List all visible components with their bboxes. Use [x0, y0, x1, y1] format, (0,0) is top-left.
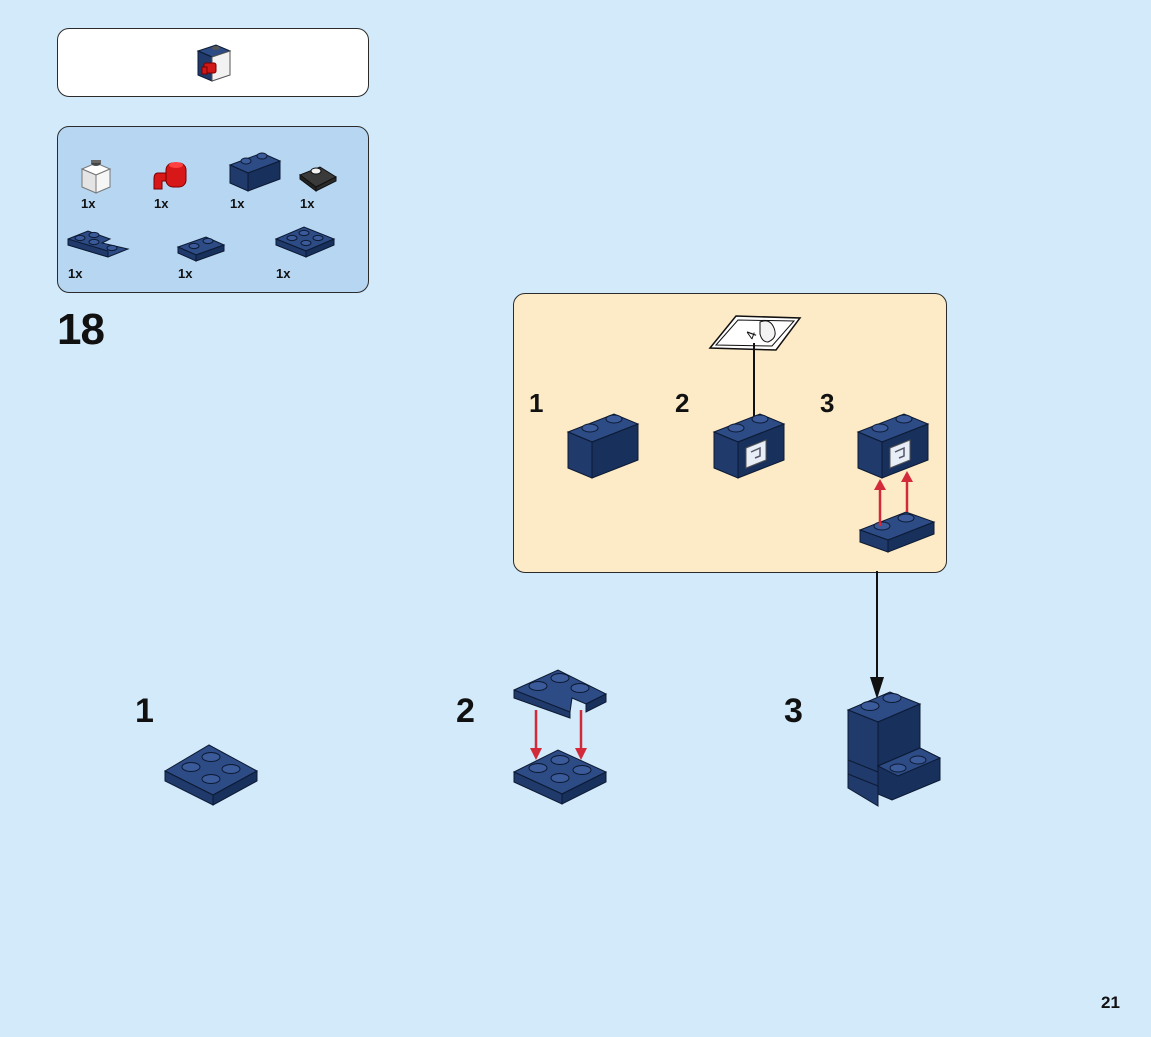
- step-number: 18: [57, 305, 105, 354]
- part-qty: 1x: [81, 196, 96, 211]
- red-faucet-piece-icon: [153, 162, 187, 190]
- blue-plate-2x2-icon: [274, 226, 336, 258]
- part-qty: 1x: [68, 266, 83, 281]
- blue-brick-1x2-icon: [228, 152, 282, 192]
- blue-plate-2x2-icon: [512, 749, 608, 805]
- blue-corner-plate-icon: [513, 669, 608, 719]
- blue-plate-1x2-icon: [858, 511, 936, 553]
- assembled-block-icon: [846, 691, 942, 807]
- part-qty: 1x: [300, 196, 315, 211]
- assembly-arrow-icon: [530, 710, 542, 760]
- part-qty: 1x: [276, 266, 291, 281]
- blue-plate-1x2-icon: [176, 236, 226, 262]
- blue-brick-with-sticker-icon: [712, 413, 786, 479]
- main-step-label: 1: [135, 692, 154, 730]
- brick-assembly-icon: [196, 44, 232, 82]
- leader-line: [753, 343, 755, 443]
- blue-corner-plate-icon: [67, 230, 130, 258]
- main-step-label: 3: [784, 692, 803, 730]
- callout-panel: 1 2 3 4: [513, 293, 947, 573]
- blue-brick-icon: [566, 413, 640, 479]
- parts-list-panel: 1x 1x 1x 1x 1x 1x: [57, 126, 369, 293]
- callout-pointer-arrow-icon: [870, 571, 884, 699]
- assembly-arrow-icon: [901, 471, 913, 512]
- main-step-label: 2: [456, 692, 475, 730]
- white-round-brick-icon: [80, 160, 112, 194]
- part-qty: 1x: [230, 196, 245, 211]
- callout-step-label: 3: [820, 388, 835, 418]
- blue-brick-with-sticker-icon: [856, 413, 930, 479]
- callout-step-label: 2: [675, 388, 690, 418]
- black-wedge-plate-icon: [298, 166, 338, 192]
- assembly-arrow-icon: [874, 479, 886, 526]
- page-number: 21: [1101, 993, 1120, 1012]
- part-qty: 1x: [154, 196, 169, 211]
- callout-step-label: 1: [529, 388, 544, 418]
- sticker-icon: [708, 315, 802, 351]
- assembly-arrow-icon: [575, 710, 587, 760]
- part-qty: 1x: [178, 266, 193, 281]
- blue-plate-2x2-icon: [163, 744, 259, 806]
- subassembly-preview-panel: [57, 28, 369, 97]
